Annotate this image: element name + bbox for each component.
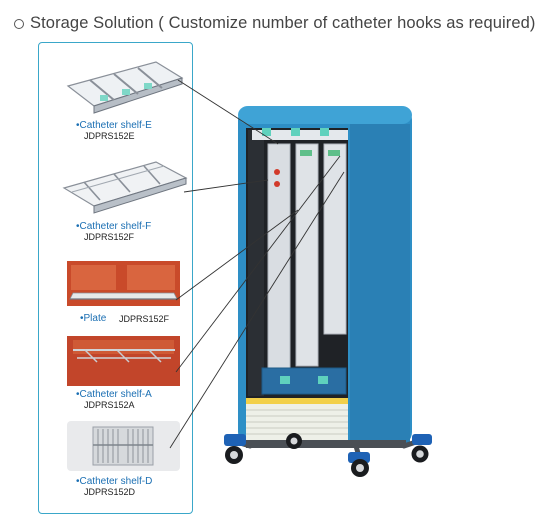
hook [291, 128, 300, 136]
hook [320, 128, 329, 136]
section-header: Storage Solution ( Customize number of c… [14, 14, 536, 33]
side-rail [248, 130, 264, 396]
item-label: •Catheter shelf-A [76, 389, 152, 400]
item-code: JDPRS152F [84, 232, 135, 242]
catheter-shelf-d-image [67, 421, 180, 471]
bottom-tray [261, 367, 347, 395]
hook [262, 128, 271, 136]
catheter-pack [295, 143, 319, 367]
cabinet-top [238, 106, 412, 124]
catheter-shelf-a-image [67, 336, 180, 386]
item-label: •Catheter shelf-D [76, 476, 153, 487]
catheter-pack [323, 143, 347, 335]
base-frame [246, 440, 406, 448]
item-label: •Catheter shelf-E [76, 120, 152, 131]
caster-cap [224, 434, 246, 446]
item-code: JDPRS152A [84, 400, 135, 410]
plate-image [67, 261, 180, 306]
catheter-shelf-f-image [60, 156, 190, 218]
catheter-pack [267, 143, 291, 371]
pack-label [328, 150, 340, 156]
item-label: •Plate [80, 313, 107, 324]
caster-cap [412, 434, 432, 445]
item-code: JDPRS152F [119, 314, 170, 324]
pack-label [300, 150, 312, 156]
catheter-shelf-e-image [64, 58, 186, 120]
circle-bullet-icon [14, 18, 24, 29]
cabinet-side [350, 124, 410, 446]
section-title: Storage Solution ( Customize number of c… [30, 14, 536, 32]
tray-clip [318, 376, 328, 384]
item-code: JDPRS152D [84, 487, 136, 497]
leader-lines [169, 79, 345, 449]
tray-clip [280, 376, 290, 384]
item-label: •Catheter shelf-F [76, 221, 152, 232]
item-code: JDPRS152E [84, 131, 135, 141]
yellow-strip [246, 398, 348, 404]
pack-dot [274, 181, 280, 187]
pack-dot [274, 169, 280, 175]
